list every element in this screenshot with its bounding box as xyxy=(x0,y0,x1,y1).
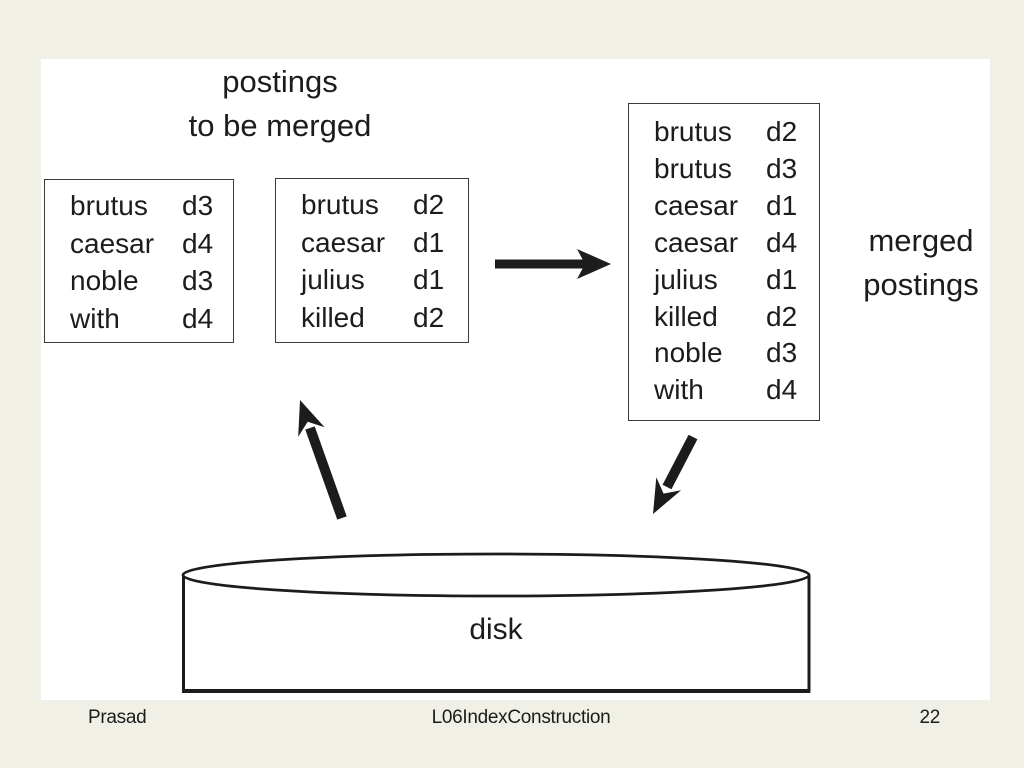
doc-id-label: d2 xyxy=(766,300,798,332)
postings-row: caesar d4 xyxy=(629,225,819,262)
term-label: caesar xyxy=(301,226,386,258)
term-label: brutus xyxy=(70,190,148,221)
footer-lecture-title: L06IndexConstruction xyxy=(431,707,611,728)
term-label: with xyxy=(70,302,120,334)
postings-row: brutus d2 xyxy=(629,114,819,151)
merged-postings-box: brutus d2 brutus d3 caesar d1 caesar d4 julius d1… xyxy=(628,103,820,421)
postings-row: noble d3 xyxy=(629,335,819,372)
doc-id-label: d1 xyxy=(766,263,798,295)
footer-author: Prasad xyxy=(88,707,147,728)
postings-row: killed d2 xyxy=(276,299,468,337)
doc-id-label: d1 xyxy=(413,264,445,295)
term-label: killed xyxy=(654,300,718,332)
doc-id-label: d4 xyxy=(766,226,798,258)
term-label: julius xyxy=(654,263,718,295)
doc-id-label: d4 xyxy=(182,302,214,334)
doc-id-label: d3 xyxy=(766,152,798,184)
diagram-title-line2: to be merged xyxy=(188,108,372,143)
diagram-title-line1: postings xyxy=(222,64,338,99)
term-label: killed xyxy=(301,301,365,333)
term-label: with xyxy=(654,374,704,406)
doc-id-label: d4 xyxy=(766,374,798,406)
postings-row: brutus d2 xyxy=(276,186,468,224)
diagram-title: postings to be merged xyxy=(154,60,406,148)
term-label: brutus xyxy=(654,152,732,184)
doc-id-label: d2 xyxy=(413,301,445,333)
merged-postings-label-line2: postings xyxy=(863,267,979,302)
postings-row: with d4 xyxy=(45,300,233,338)
doc-id-label: d3 xyxy=(182,190,214,221)
postings-row: with d4 xyxy=(629,372,819,409)
doc-id-label: d2 xyxy=(766,116,798,147)
postings-row: julius d1 xyxy=(629,262,819,299)
slide-footer: Prasad L06IndexConstruction 22 xyxy=(0,700,1024,768)
disk-label: disk xyxy=(469,613,523,646)
postings-row: caesar d4 xyxy=(45,225,233,263)
doc-id-label: d1 xyxy=(413,226,445,258)
postings-box-2: brutus d2 caesar d1 julius d1 killed d2 xyxy=(275,178,469,343)
postings-row: brutus d3 xyxy=(629,151,819,188)
term-label: caesar xyxy=(654,226,739,258)
postings-row: brutus d3 xyxy=(45,187,233,225)
term-label: noble xyxy=(654,337,723,369)
postings-row: caesar d1 xyxy=(276,224,468,262)
term-label: noble xyxy=(70,265,139,296)
term-label: caesar xyxy=(654,189,739,221)
merged-postings-label-line1: merged xyxy=(868,223,974,258)
term-label: brutus xyxy=(654,116,732,147)
postings-row: noble d3 xyxy=(45,262,233,300)
doc-id-label: d3 xyxy=(766,337,798,369)
diagram-panel xyxy=(41,59,990,700)
doc-id-label: d1 xyxy=(766,189,798,221)
term-label: brutus xyxy=(301,189,379,220)
doc-id-label: d2 xyxy=(413,189,445,220)
postings-row: killed d2 xyxy=(629,299,819,336)
term-label: caesar xyxy=(70,227,155,259)
postings-row: caesar d1 xyxy=(629,188,819,225)
doc-id-label: d4 xyxy=(182,227,214,259)
term-label: julius xyxy=(301,264,365,295)
doc-id-label: d3 xyxy=(182,265,214,296)
merged-postings-label: merged postings xyxy=(845,219,997,307)
postings-row: julius d1 xyxy=(276,261,468,299)
postings-box-1: brutus d3 caesar d4 noble d3 with d4 xyxy=(44,179,234,343)
footer-page-number: 22 xyxy=(919,707,940,728)
